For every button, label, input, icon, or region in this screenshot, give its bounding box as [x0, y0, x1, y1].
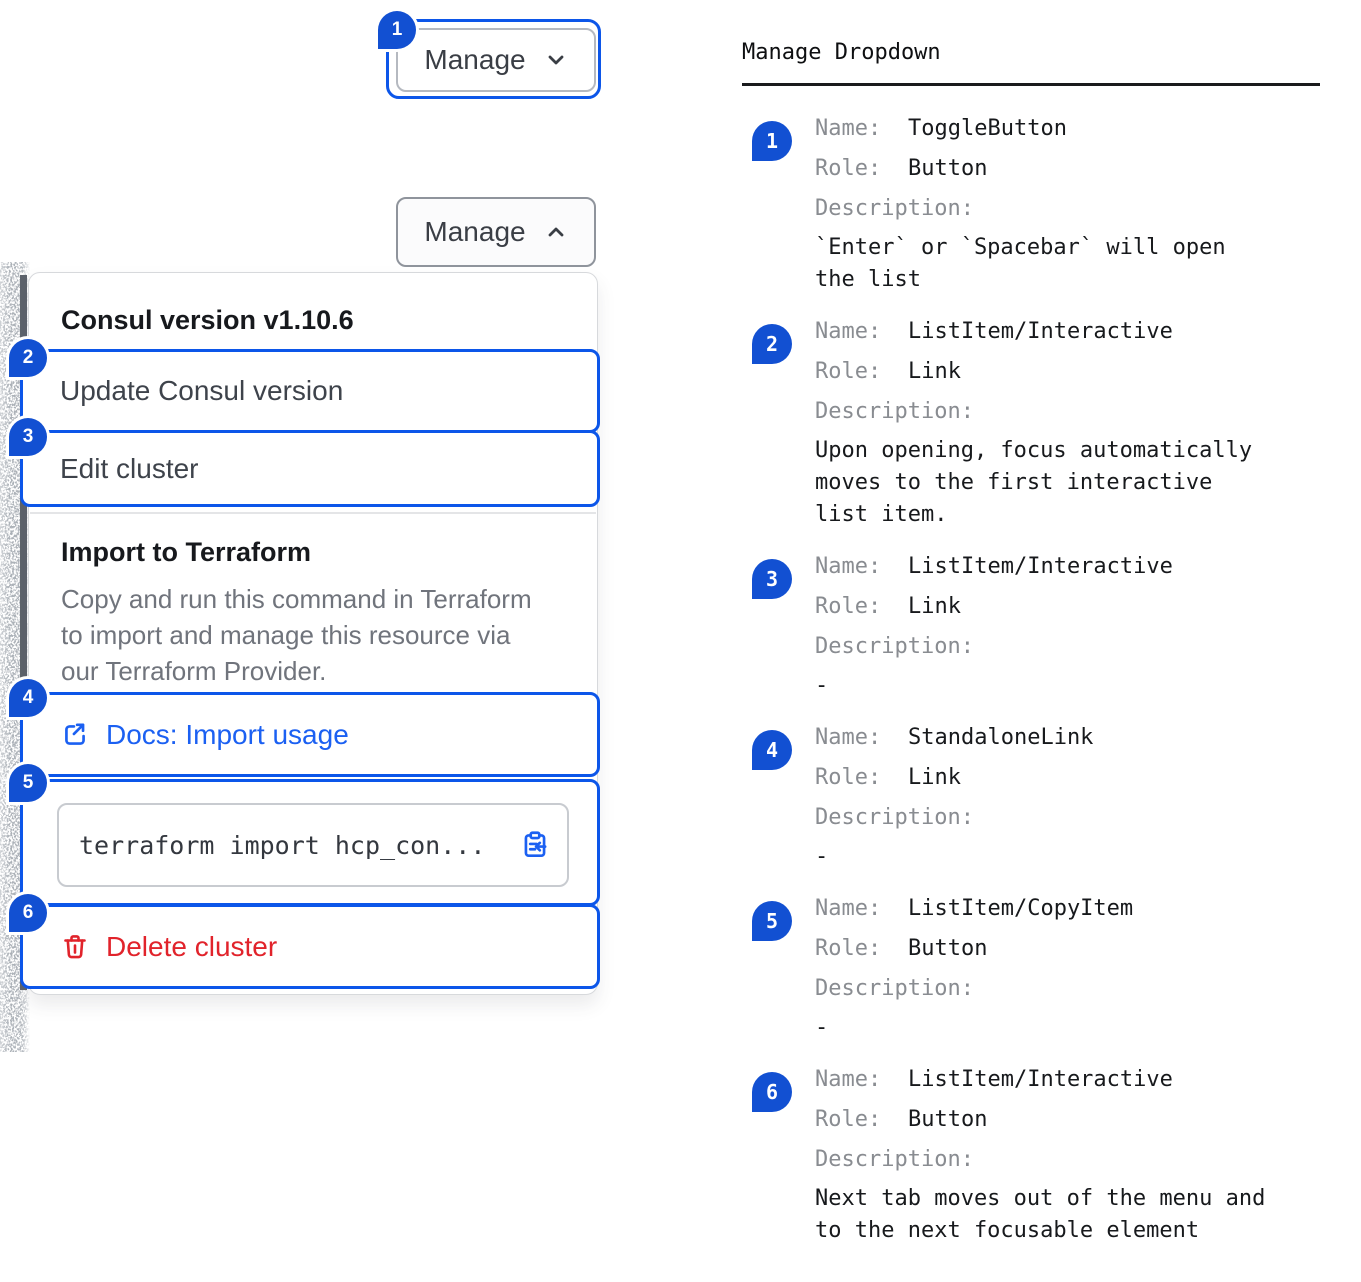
docs-import-usage-link[interactable]: Docs: Import usage [23, 695, 597, 774]
legend-divider [742, 83, 1320, 86]
legend-entry-3: 3 Name: ListItem/Interactive Role: Link De… [742, 550, 1334, 702]
legend-entries: 1 Name: ToggleButton Role: Button Descript… [742, 112, 1334, 1247]
description-label: Description: [815, 1146, 974, 1172]
legend-entry-1: 1 Name: ToggleButton Role: Button Descript… [742, 112, 1334, 296]
legend-entry-2: 2 Name: ListItem/Interactive Role: Link De… [742, 315, 1334, 531]
version-header: Consul version v1.10.6 [61, 305, 354, 335]
role-value: Button [908, 935, 988, 961]
annotation-badge-3: 3 [9, 418, 47, 456]
role-label: Role: [815, 935, 882, 961]
manage-toggle-button-open[interactable]: Manage [396, 197, 596, 267]
name-label: Name: [815, 115, 882, 141]
description-text: Next tab moves out of the menu and to th… [815, 1185, 1266, 1243]
description-label: Description: [815, 975, 974, 1001]
name-value: ToggleButton [908, 115, 1067, 141]
menu-item-edit-cluster[interactable]: Edit cluster [60, 452, 199, 484]
role-value: Link [908, 764, 961, 790]
description-label: Description: [815, 398, 974, 424]
docs-link-icon [60, 720, 90, 750]
description-label: Description: [815, 804, 974, 830]
import-section-description: Copy and run this command in Terraform t… [61, 584, 532, 686]
legend-badge-2: 2 [752, 323, 792, 364]
manage-toggle-button[interactable]: Manage [396, 28, 596, 92]
page-edge-bar [20, 275, 27, 990]
role-value: Button [908, 155, 988, 181]
role-label: Role: [815, 593, 882, 619]
delete-cluster-label: Delete cluster [106, 930, 278, 962]
annotation-badge-2: 2 [9, 339, 47, 377]
menu-item-update-consul-version[interactable]: Update Consul version [60, 375, 344, 406]
description-label: Description: [815, 195, 974, 221]
legend-entry-4: 4 Name: StandaloneLink Role: Link Descript… [742, 721, 1334, 873]
manage-button-label: Manage [424, 44, 526, 75]
import-section-header: Import to Terraform [61, 537, 312, 567]
name-label: Name: [815, 895, 882, 921]
chevron-up-icon [548, 227, 563, 237]
docs-link-label: Docs: Import usage [106, 718, 349, 750]
name-label: Name: [815, 553, 882, 579]
legend-badge-5: 5 [752, 900, 792, 941]
name-value: ListItem/Interactive [908, 318, 1173, 344]
annotation-badge-4: 4 [9, 679, 47, 717]
focus-ring-toggle [386, 19, 601, 99]
legend-badge-3: 3 [752, 558, 792, 599]
focus-ring-copy-item: terraform import hcp_con... [20, 779, 600, 906]
name-value: ListItem/Interactive [908, 553, 1173, 579]
name-value: ListItem/CopyItem [908, 895, 1134, 921]
legend-badge-4: 4 [752, 729, 792, 770]
legend-title: Manage Dropdown [742, 40, 941, 65]
copy-command-field[interactable]: terraform import hcp_con... [57, 803, 569, 887]
description-text: - [815, 843, 829, 869]
clipboard-copy-icon[interactable] [519, 829, 551, 861]
description-text: Upon opening, focus automatically moves … [815, 437, 1253, 527]
focus-ring-delete-item: Delete cluster [20, 904, 600, 989]
annotation-badge-1: 1 [378, 11, 416, 49]
legend-panel: Manage Dropdown 1 Name: ToggleButton Role… [742, 40, 1334, 1266]
role-label: Role: [815, 764, 882, 790]
focus-ring-docs-link: Docs: Import usage [20, 692, 600, 777]
chevron-down-icon [548, 55, 563, 65]
trash-icon [60, 932, 90, 962]
role-value: Button [908, 1106, 988, 1132]
legend-entry-6: 6 Name:ListItem/Interactive Role:Button … [742, 1063, 1334, 1247]
legend-entry-5: 5 Name: ListItem/CopyItem Role: Button Des… [742, 892, 1334, 1044]
copy-command-text: terraform import hcp_con... [79, 830, 486, 860]
name-label: Name: [815, 318, 882, 344]
description-text: `Enter` or `Spacebar` will open the list [815, 234, 1226, 292]
description-text: - [815, 672, 829, 698]
description-label: Description: [815, 633, 974, 659]
role-value: Link [908, 593, 961, 619]
legend-badge-1: 1 [752, 120, 792, 161]
role-label: Role: [815, 358, 882, 384]
name-label: Name: [815, 724, 882, 750]
name-label: Name: [815, 1066, 882, 1092]
role-label: Role: [815, 1106, 882, 1132]
description-text: - [815, 1014, 829, 1040]
focus-ring-edit-item: Edit cluster [20, 430, 600, 507]
annotation-badge-5: 5 [9, 764, 47, 802]
manage-button-label: Manage [424, 216, 526, 247]
name-value: ListItem/Interactive [908, 1066, 1173, 1092]
name-value: StandaloneLink [908, 724, 1094, 750]
focus-ring-update-item: Update Consul version [20, 349, 600, 433]
section-divider [30, 512, 596, 514]
menu-item-delete-cluster[interactable]: Delete cluster [23, 907, 597, 986]
role-label: Role: [815, 155, 882, 181]
legend-badge-6: 6 [752, 1071, 792, 1112]
annotation-badge-6: 6 [9, 894, 47, 932]
role-value: Link [908, 358, 961, 384]
